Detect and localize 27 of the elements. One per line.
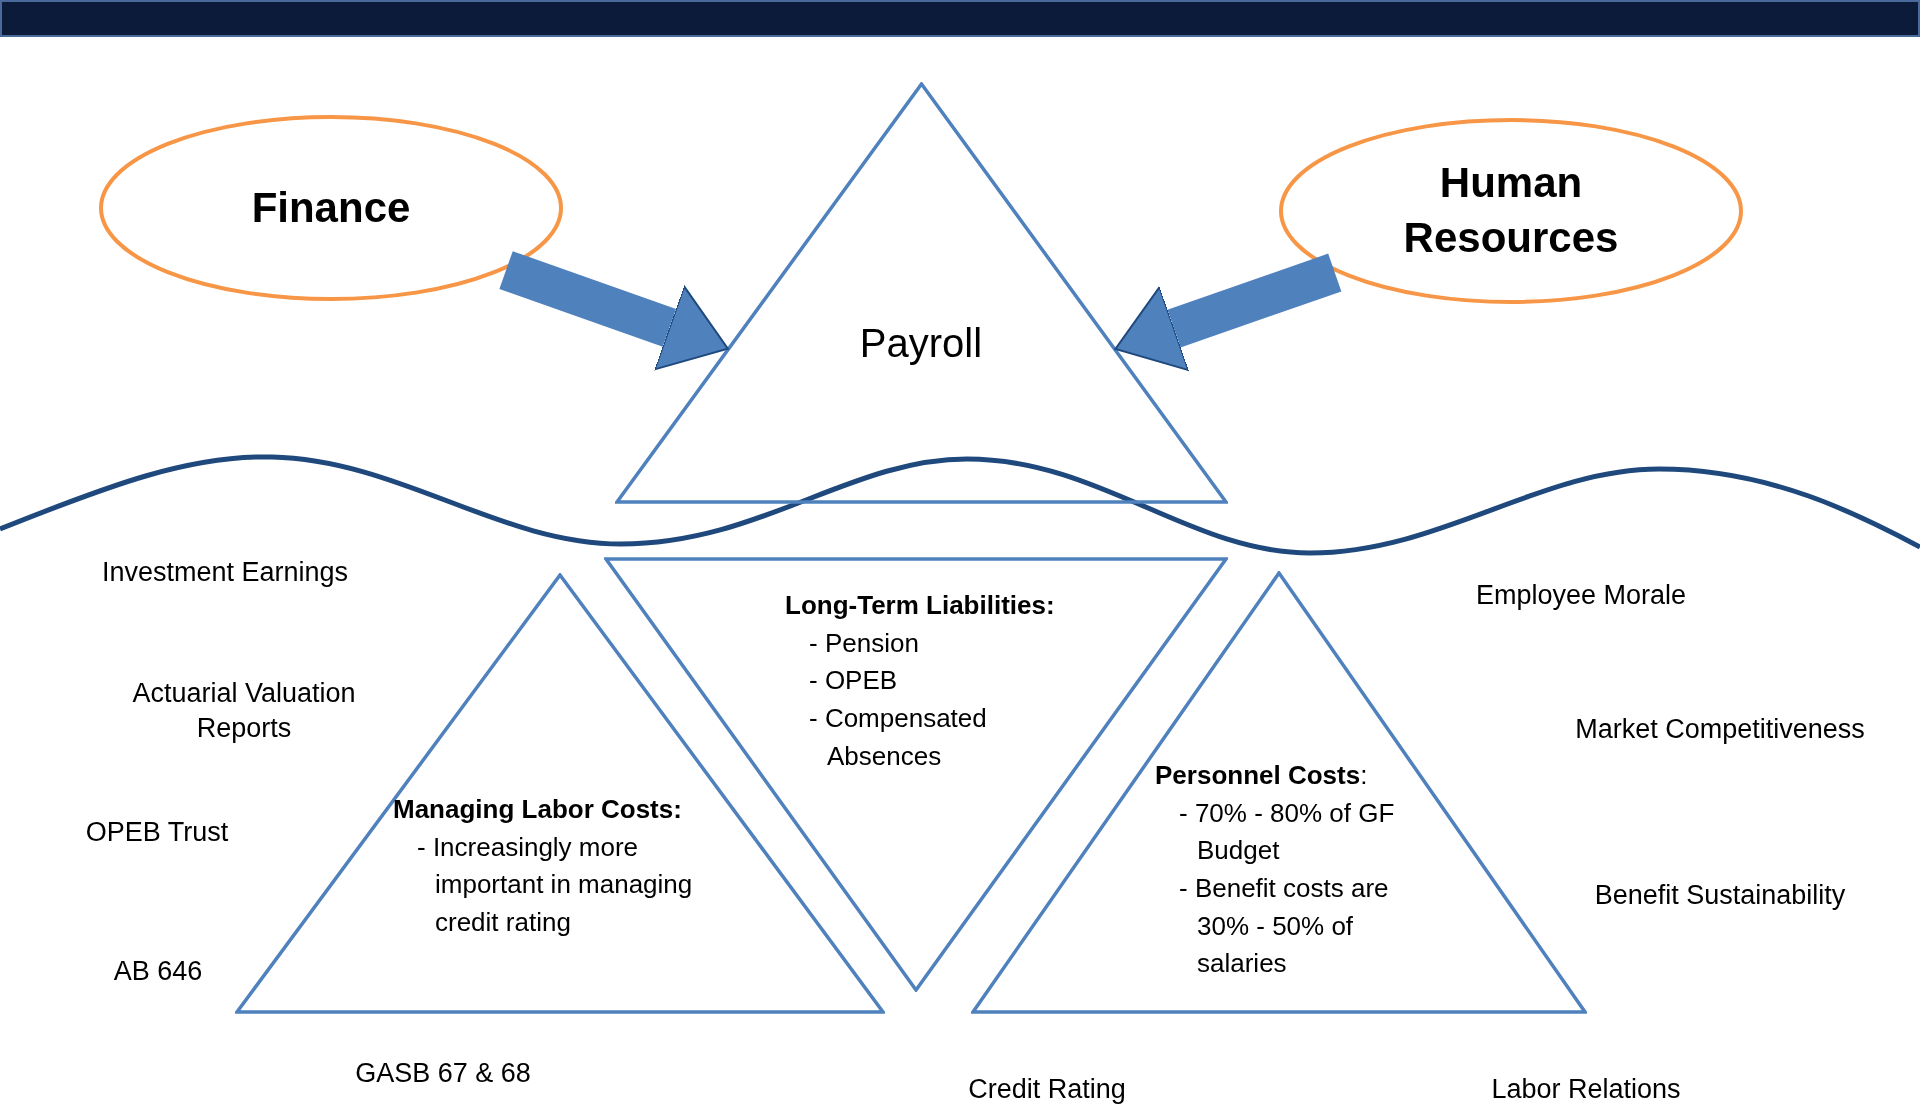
- ellipse-node: [98, 114, 564, 302]
- note-text: Benefit Sustainability: [1593, 879, 1847, 913]
- block-arrow: [499, 251, 729, 371]
- node-title: Payroll: [858, 320, 984, 367]
- list-heading: Long-Term Liabilities:: [785, 589, 1056, 622]
- list-item: - Increasingly more important in managing credit rating: [417, 830, 694, 940]
- list-item: - OPEB: [809, 664, 899, 698]
- note-text: AB 646: [112, 955, 204, 989]
- list-heading: Managing Labor Costs:: [393, 793, 683, 826]
- list-item: - Benefit costs are 30% - 50% of salaries: [1179, 872, 1390, 981]
- note-text: Labor Relations: [1490, 1073, 1682, 1107]
- note-text: Actuarial Valuation Reports: [131, 676, 357, 745]
- triangle-node: [615, 82, 1228, 504]
- note-text: Investment Earnings: [100, 556, 350, 590]
- list-item: - 70% - 80% of GF Budget: [1179, 796, 1396, 868]
- ellipse-node: [1278, 117, 1744, 305]
- list-item: - Pension: [809, 626, 920, 660]
- list-item: - Compensated Absences: [809, 702, 988, 773]
- note-text: Market Competitiveness: [1574, 713, 1866, 747]
- note-text: Employee Morale: [1474, 579, 1688, 613]
- list-heading: Personnel Costs:: [1155, 759, 1369, 792]
- node-title: Human Resources: [1402, 158, 1620, 263]
- note-text: OPEB Trust: [84, 816, 230, 850]
- note-text: GASB 67 & 68: [354, 1057, 532, 1091]
- block-arrow: [1114, 253, 1342, 372]
- node-title: Finance: [250, 182, 412, 233]
- note-text: Credit Rating: [967, 1073, 1127, 1107]
